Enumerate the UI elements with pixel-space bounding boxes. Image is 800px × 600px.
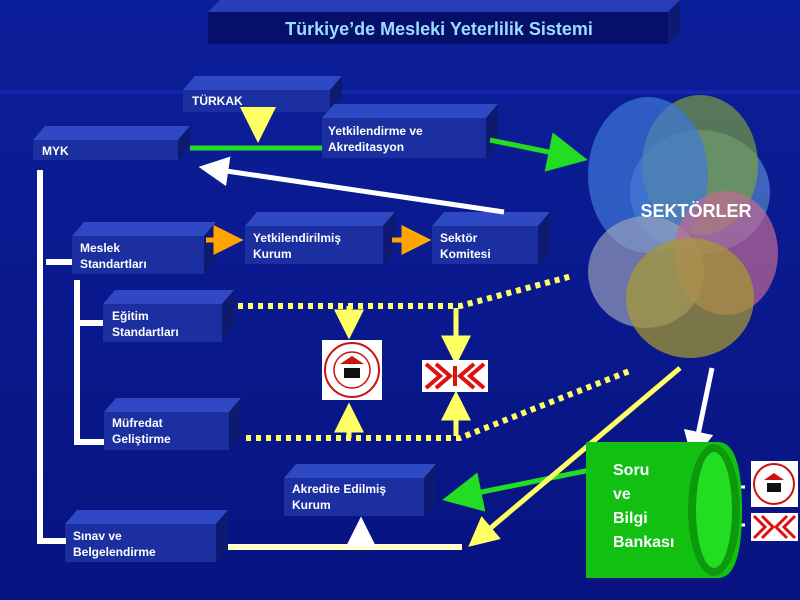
label-akredite-edilmis-kurum: Akredite Edilmiş Kurum: [292, 482, 387, 512]
accent-line: [0, 90, 800, 94]
label-mufredat-gelistirme: Müfredat Geliştirme: [112, 416, 171, 446]
box-sektor-komitesi: [432, 212, 550, 264]
label-yetkilendirilmis-kurum: Yetkilendirilmiş Kurum: [253, 231, 342, 261]
arrow-akreditasyon-to-sektorler: [489, 132, 588, 172]
box-mufredat: [104, 398, 241, 450]
arrow-sektorler-to-sinav: [468, 366, 682, 547]
tree-connectors: [37, 170, 104, 544]
label-myk: MYK: [42, 144, 69, 158]
label-sinav-belgelendirme: Sınav ve Belgelendirme: [73, 529, 156, 559]
box-meslek: [72, 222, 216, 274]
box-egitim: [103, 290, 234, 342]
label-yetkilendirme: Yetkilendirme ve Akreditasyon: [328, 124, 423, 154]
label-turkak: TÜRKAK: [192, 94, 243, 108]
arrow-sektorler-to-bank: [683, 367, 715, 462]
dotted-connectors: [238, 273, 634, 441]
yok-emblem-icon: [422, 360, 488, 392]
label-sektorler: SEKTÖRLER: [640, 201, 752, 221]
arrow-bank-to-akredite: [442, 465, 601, 512]
box-yetkilendirme: [322, 104, 498, 158]
soru-bankasi-cylinder: [586, 442, 742, 578]
page-title: Türkiye’de Mesleki Yeterlilik Sistemi: [285, 19, 593, 39]
label-egitim-standartlari: Eğitim Standartları: [112, 309, 179, 339]
title-bar: [208, 0, 680, 44]
label-soru-bankasi: Soru ve Bilgi Bankası: [613, 462, 675, 551]
label-sektor-komitesi: Sektör Komitesi: [440, 231, 491, 261]
box-yetkili-kurum: [245, 212, 395, 264]
label-meslek-standartlari: Meslek Standartları: [80, 241, 147, 271]
meb-emblem-icon: [322, 340, 382, 400]
meb-emblem-small-icon: [751, 461, 798, 507]
box-sinav: [65, 510, 228, 562]
arrow-komite-to-myk: [198, 156, 505, 215]
yok-emblem-small-icon: [751, 513, 798, 541]
box-turkak: [183, 76, 342, 112]
box-myk: [33, 126, 190, 160]
box-akredite: [284, 464, 436, 516]
sektorler-cluster: [588, 95, 778, 358]
